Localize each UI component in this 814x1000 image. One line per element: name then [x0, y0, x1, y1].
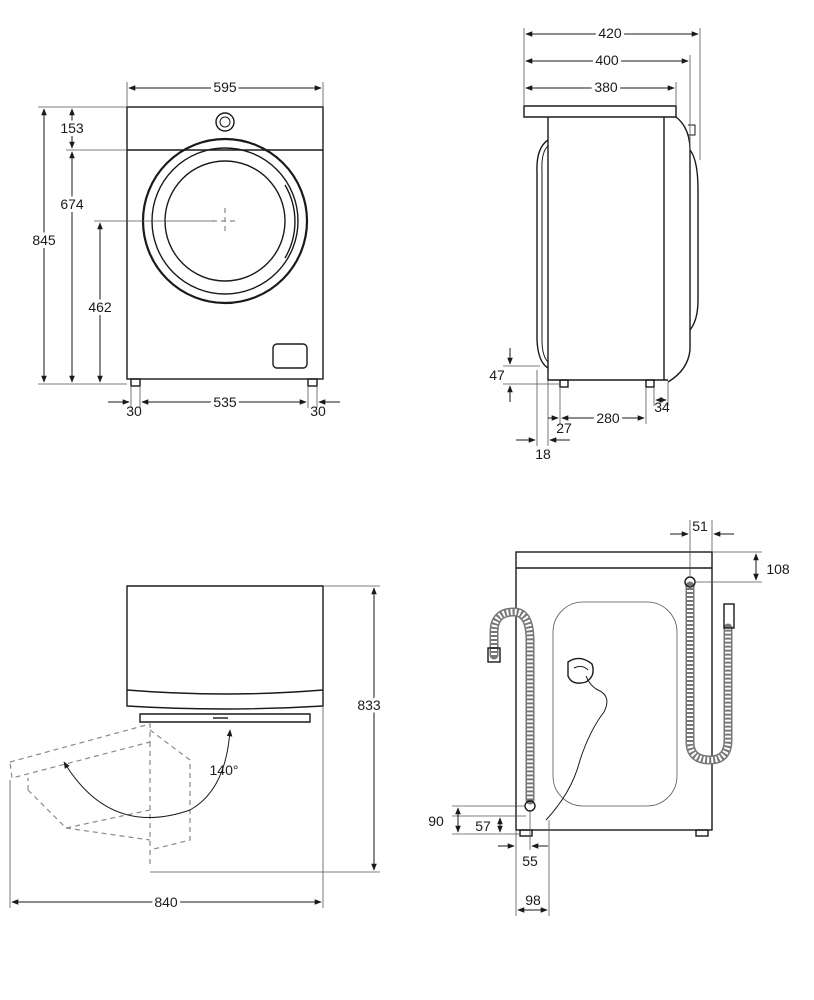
side-door	[536, 139, 549, 369]
door-handle	[284, 184, 296, 259]
top-view: 140° 833 840	[9, 585, 384, 913]
dim-foot-span: 535	[213, 394, 237, 410]
program-knob-inner	[219, 116, 231, 128]
dim-side-depth-total: 420	[598, 25, 622, 41]
power-plug	[567, 657, 594, 684]
dim-drain-width: 98	[525, 892, 541, 908]
drain-hose-end	[487, 647, 501, 663]
power-cord	[545, 675, 608, 821]
dim-foot-right: 30	[310, 403, 326, 419]
side-body	[547, 117, 668, 381]
dim-door-offset: 27	[556, 420, 572, 436]
dim-door-center: 462	[88, 299, 112, 315]
rear-view: 51 108 90 57 55 98	[428, 518, 790, 916]
top-body-outline	[126, 585, 324, 710]
dim-side-foot-span: 280	[596, 410, 620, 426]
filter-cover	[272, 343, 308, 369]
door-angle-arc	[63, 729, 233, 818]
side-foot-front	[559, 379, 569, 388]
dim-door-top: 674	[60, 196, 84, 212]
inlet-hose	[685, 581, 733, 765]
dim-inlet-drop: 108	[766, 561, 790, 577]
rear-panel	[552, 601, 678, 807]
dim-rear-foot: 34	[654, 399, 670, 415]
inlet-hose-connector	[723, 603, 735, 629]
dim-open-width: 840	[154, 894, 178, 910]
dim-front-width: 595	[213, 79, 237, 95]
side-rear-inlet	[688, 124, 696, 136]
program-knob	[215, 112, 235, 132]
side-view: 420 400 380 47 27 280 34 18	[489, 22, 701, 462]
side-top-deck	[523, 105, 677, 118]
dim-open-depth: 833	[357, 697, 381, 713]
inlet-hose-texture	[687, 586, 731, 764]
dim-side-depth-body: 380	[594, 79, 618, 95]
door-open-lower	[27, 789, 151, 829]
side-rear-cover	[667, 116, 691, 383]
dim-inlet-offset: 51	[692, 518, 708, 534]
top-door-hinge-strip	[139, 713, 311, 723]
front-foot-left	[130, 378, 141, 387]
side-foot-rear	[645, 379, 655, 388]
drain-hose	[489, 607, 535, 805]
front-foot-right	[307, 378, 318, 387]
drain-hose-texture	[491, 608, 533, 800]
front-view: 595 845 153 674 462 30 535 30	[29, 77, 340, 419]
door-open-depth	[149, 729, 191, 851]
dim-side-depth-mid: 400	[595, 52, 619, 68]
power-plug-detail	[573, 665, 589, 671]
dim-front-offset: 18	[535, 446, 551, 462]
front-body-outline	[126, 106, 324, 380]
door-open-outline	[9, 723, 151, 779]
side-door-inner	[541, 145, 549, 363]
dim-drain-inset: 55	[522, 853, 538, 869]
dim-front-height: 845	[32, 232, 56, 248]
rear-body-outline	[515, 551, 713, 831]
dim-drain-low: 57	[475, 818, 491, 834]
dim-drain-height: 90	[428, 813, 444, 829]
dim-foot-left: 30	[126, 403, 142, 419]
rear-foot-right	[695, 829, 709, 837]
top-front-edge	[126, 689, 324, 695]
door-open-bottom	[65, 827, 151, 841]
side-rear-bulge	[689, 149, 699, 331]
dim-door-angle: 140°	[210, 762, 239, 778]
rear-foot-left	[519, 829, 533, 837]
dim-door-clearance: 47	[489, 367, 505, 383]
dim-top-panel: 153	[60, 120, 84, 136]
